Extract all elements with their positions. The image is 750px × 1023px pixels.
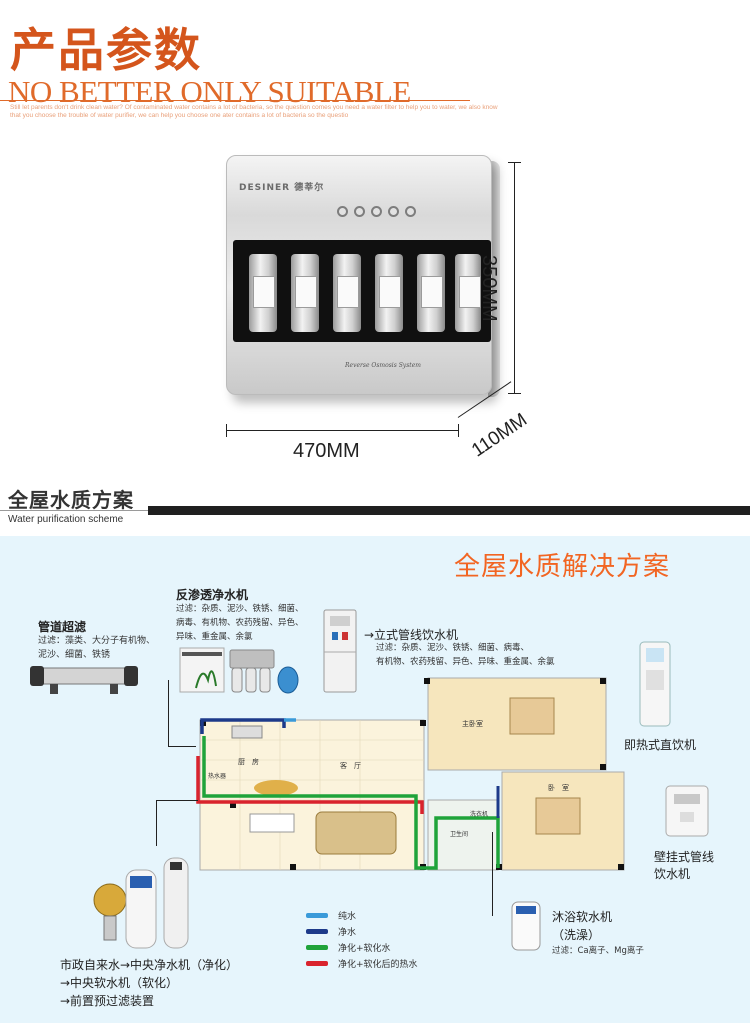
flow-line-3: →前置预过滤装置 [60,994,155,1008]
pipe-uf-desc-line: 泥沙、细菌、铁锈 [38,650,111,660]
wall-dispenser-icon [665,785,709,837]
legend-item-softened: 净化+软化水 [306,940,391,954]
ro-desc-line: 异味、重金属、余氯 [176,632,253,642]
product-body: DESINER 德莘尔 Reverse Osmosis System [226,155,492,395]
scheme-subtitle: Water purification scheme [8,514,124,525]
pipe-filter-icon [30,666,138,694]
plan-heading: 全屋水质解决方案 [454,552,671,582]
scheme-title: 全屋水质方案 [8,488,134,512]
vertical-desc-line: 有机物、农药残留、异色、异味、重金属、余氯 [376,657,555,667]
vertical-dispenser-icon [323,609,357,693]
filter-cartridge [333,254,361,332]
legend-label: 纯水 [338,911,357,922]
flow-line-1: 市政自来水→中央净水机（净化） [60,958,239,972]
pipe-uf-desc: 过滤：藻类、大分子有机物、泥沙、细菌、铁锈 [38,634,155,662]
bath-softener-icon [511,901,541,951]
status-button-icon [388,206,399,217]
settings-button-icon [405,206,416,217]
height-dimension-tick [508,393,521,394]
legend-item-clean: 净水 [306,924,356,938]
legend-label: 净化+软化后的热水 [338,959,418,970]
page-title: 产品参数 [10,23,202,77]
ro-title: 反渗透净水机 [176,588,249,602]
ro-desc: 过滤：杂质、泥沙、铁锈、细菌、病毒、有机物、农药残留、异色、异味、重金属、余氯 [176,602,304,644]
connector-line [168,680,169,746]
vertical-dispenser-desc: 过滤：杂质、泥沙、铁锈、细菌、病毒、有机物、农药残留、异色、异味、重金属、余氯 [376,641,555,669]
product-brand: DESINER 德莘尔 [239,183,325,193]
filter-cartridge [417,254,445,332]
scheme-bar [148,506,750,515]
bath-softener-subtitle: （洗澡） [552,928,601,942]
legend-swatch [306,960,328,966]
vertical-desc-line: 过滤：杂质、泥沙、铁锈、细菌、病毒、 [376,643,530,653]
ro-purifier-icon [179,647,299,694]
power-button-icon [337,206,348,217]
height-dimension-tick [508,162,521,163]
flow-line-2: →中央软水机（软化） [60,976,179,990]
legend-item-pure: 纯水 [306,908,356,922]
connector-line [492,832,493,916]
central-units-icon [93,857,189,949]
heater-label: 热水器 [208,772,226,780]
wall-dispenser-title-line: 壁挂式管线 [654,850,715,864]
width-dimension-tick [458,424,459,437]
washer-label: 洗衣机 [470,810,488,818]
bedroom-label: 卧 室 [548,783,569,792]
master-bedroom-label: 主卧室 [462,719,483,728]
legend-label: 净水 [338,927,357,938]
width-dimension-line [226,430,459,431]
width-dimension-tick [226,424,227,437]
depth-dimension-label: 110MM [468,409,532,462]
bathroom-label: 卫生间 [450,830,468,838]
connector-line [168,746,196,747]
product-control-buttons [337,206,416,217]
living-room-label: 客 厅 [340,761,361,770]
intro-text: Still let parents don't drink clean wate… [10,104,498,119]
legend-item-hot: 净化+软化后的热水 [306,956,418,970]
bath-softener-title: 沐浴软水机 [552,910,613,924]
legend-label: 净化+软化水 [338,943,391,954]
pipe-uf-desc-line: 过滤：藻类、大分子有机物、 [38,636,156,646]
floor-plan: 厨 房 热水器 客 厅 主卧室 卧 室 洗衣机 卫生间 [196,677,625,871]
product-tagline: Reverse Osmosis System [345,362,421,369]
wall-dispenser-title: 壁挂式管线饮水机 [654,848,714,882]
mode-button-icon [354,206,365,217]
instant-dispenser-icon [639,641,671,727]
kitchen-label: 厨 房 [238,757,259,766]
ro-desc-line: 病毒、有机物、农药残留、异色、 [176,618,304,628]
filter-cartridge [455,254,481,332]
bath-softener-desc: 过滤：Ca离子、Mg离子 [552,946,644,956]
title-divider [0,100,470,101]
wall-dispenser-title-line: 饮水机 [654,867,691,881]
product-image: DESINER 德莘尔 Reverse Osmosis System [226,155,502,407]
ro-desc-line: 过滤：杂质、泥沙、铁锈、细菌、 [176,604,304,614]
scheme-bar-thin [0,510,150,511]
flush-button-icon [371,206,382,217]
filter-cartridge [291,254,319,332]
filter-cartridge [375,254,403,332]
height-dimension-line [514,162,515,394]
page-subtitle: NO BETTER ONLY SUITABLE [8,74,411,109]
height-dimension-label: 350MM [478,255,500,322]
connector-line [156,800,198,801]
width-dimension-label: 470MM [293,440,360,462]
filter-window [233,240,491,342]
legend-swatch [306,944,328,950]
legend-swatch [306,928,328,934]
instant-dispenser-title: 即热式直饮机 [624,738,697,752]
vertical-dispenser-title: →立式管线饮水机 [364,628,459,642]
filter-cartridge [249,254,277,332]
pipe-uf-title: 管道超滤 [38,620,87,634]
connector-line [156,800,157,846]
legend-swatch [306,912,328,918]
